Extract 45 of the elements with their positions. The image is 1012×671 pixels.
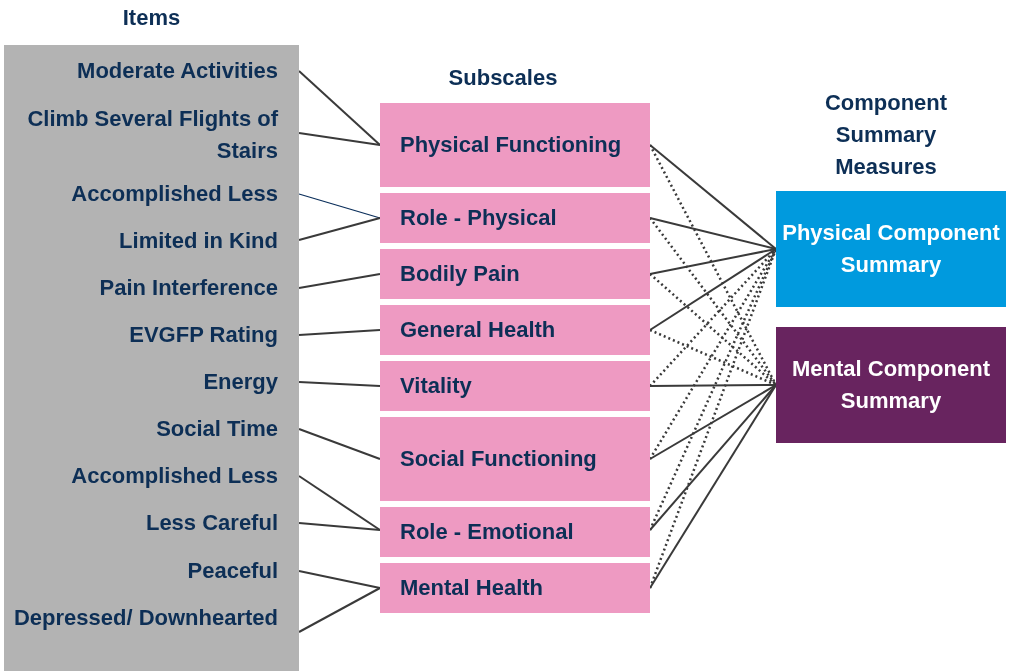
dotted-connector (649, 273, 777, 386)
connector-line (649, 384, 777, 460)
connector-line (298, 217, 381, 241)
subscale-box: Social Functioning (380, 417, 650, 501)
item-text: Depressed/ Downhearted (10, 602, 299, 666)
summary-box: Physical Component Summary (776, 191, 1006, 307)
summary-box: Mental Component Summary (776, 327, 1006, 443)
column-heading: Subscales (447, 64, 559, 92)
connector-line (649, 248, 777, 275)
column-heading: Items (122, 4, 181, 32)
connector-line (298, 70, 381, 146)
subscale-box: Bodily Pain (380, 249, 650, 299)
connector-line (649, 144, 777, 250)
connector-line (649, 384, 777, 531)
item-text: Moderate Activities (10, 55, 299, 87)
connector-line (298, 475, 381, 531)
item-text: Less Careful (10, 507, 299, 539)
connector-line (298, 132, 381, 146)
column-heading: Component Summary Measures (823, 89, 949, 181)
item-text: Energy (10, 366, 299, 398)
connector-line (649, 217, 777, 250)
connector-line (298, 381, 381, 387)
item-text: Accomplished Less (10, 460, 299, 492)
connector-line (298, 193, 381, 219)
connector-line (298, 428, 381, 460)
connector-line (649, 248, 777, 331)
item-text: Limited in Kind (10, 225, 299, 257)
item-text: Climb Several Flights of Stairs (10, 103, 299, 167)
item-text: Peaceful (10, 555, 299, 587)
connector-line (298, 329, 381, 336)
connector-line (298, 570, 381, 589)
subscale-box: Role - Physical (380, 193, 650, 243)
item-text: Social Time (10, 413, 299, 445)
connector-line (298, 273, 381, 289)
item-text: Accomplished Less (10, 178, 299, 210)
subscale-box: General Health (380, 305, 650, 355)
subscale-box: Vitality (380, 361, 650, 411)
connector-line (298, 587, 381, 633)
item-text: Pain Interference (10, 272, 299, 304)
connector-line (298, 522, 381, 531)
subscale-box: Mental Health (380, 563, 650, 613)
connector-line (649, 384, 777, 387)
subscale-box: Role - Emotional (380, 507, 650, 557)
item-text: EVGFP Rating (10, 319, 299, 351)
subscale-box: Physical Functioning (380, 103, 650, 187)
